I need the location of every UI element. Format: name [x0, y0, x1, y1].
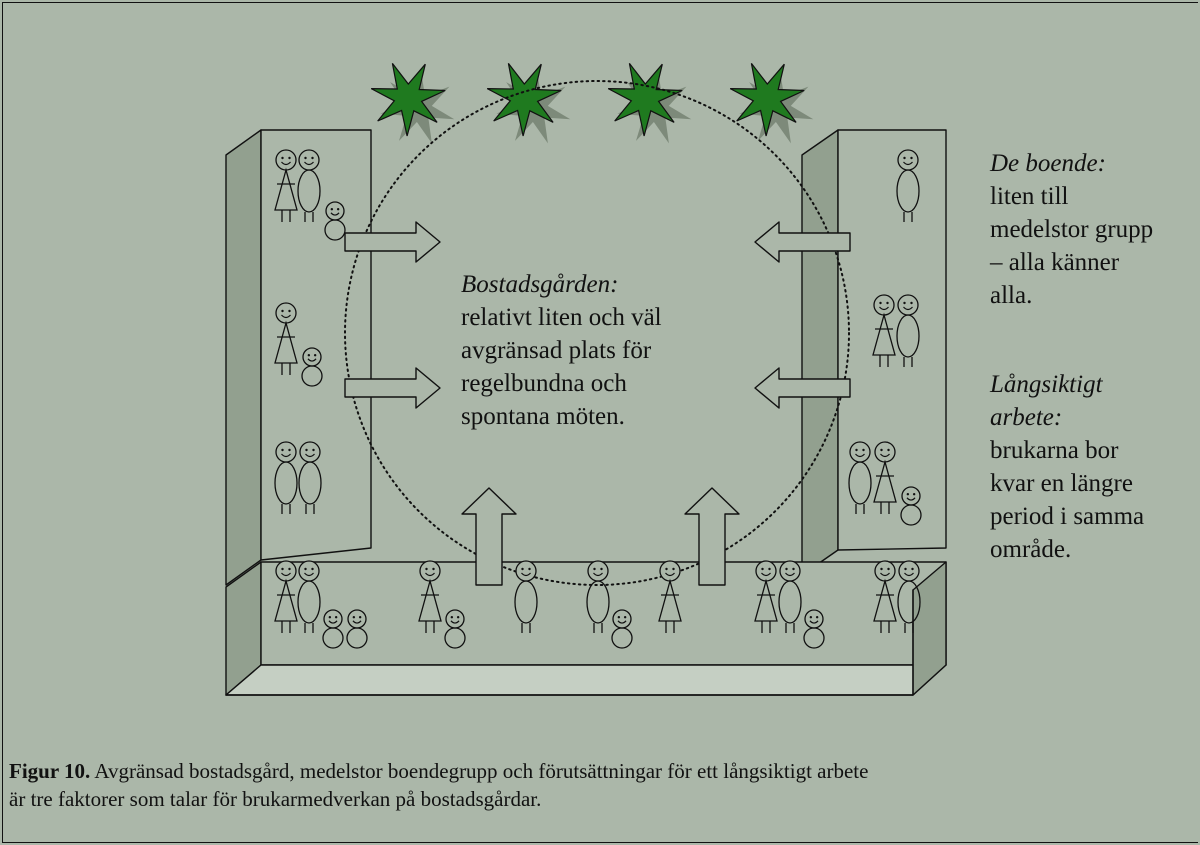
right-building-side [801, 129, 839, 576]
longterm-heading: Långsiktigt [990, 371, 1103, 398]
caption-label: Figur 10. [9, 759, 91, 783]
caption-text: Avgränsad bostadsgård, medelstor boendeg… [90, 759, 869, 783]
arrow-icon [344, 367, 441, 409]
longterm-line: brukarna bor [990, 437, 1119, 464]
tree-icon [486, 63, 571, 144]
arrow-icon [461, 487, 517, 586]
man-icon [778, 560, 802, 633]
courtyard-line: regelbundna och [461, 370, 627, 397]
courtyard-boundary [344, 80, 850, 586]
residents-heading: De boende: [990, 150, 1106, 177]
courtyard-line: relativt liten och väl [461, 304, 662, 331]
child-icon [444, 609, 466, 649]
residents-line: liten till [990, 183, 1069, 210]
man-icon [297, 560, 321, 633]
bottom-building-bottom [225, 589, 914, 696]
man-icon [848, 441, 872, 514]
courtyard-circle [344, 80, 850, 586]
longterm-line: period i samma [990, 503, 1145, 530]
man-icon [896, 149, 920, 222]
child-icon [611, 609, 633, 649]
man-icon [274, 441, 298, 514]
child-icon [900, 486, 922, 526]
child-icon [322, 609, 344, 649]
longterm-heading: arbete: [990, 404, 1063, 431]
man-icon [586, 560, 610, 633]
tree-icon [729, 63, 814, 144]
woman-icon [873, 560, 897, 633]
left-building-side [225, 129, 262, 586]
bottom-building-base [225, 664, 947, 696]
woman-icon [754, 560, 778, 633]
arrow-icon [684, 487, 740, 586]
longterm-line: kvar en längre [990, 470, 1133, 497]
man-icon [514, 560, 538, 633]
woman-icon [872, 294, 896, 367]
woman-icon [274, 302, 298, 375]
woman-icon [274, 560, 298, 633]
longterm-description: Långsiktigt arbete: brukarna bor kvar en… [990, 368, 1144, 566]
man-icon [298, 441, 322, 514]
courtyard-heading: Bostadsgården: [461, 271, 619, 298]
arrow-icon [754, 221, 851, 263]
child-icon [346, 609, 368, 649]
man-icon [896, 294, 920, 367]
residents-line: alla. [990, 282, 1033, 309]
courtyard-line: avgränsad plats för [461, 337, 652, 364]
tree-icon [607, 63, 692, 144]
longterm-line: område. [990, 536, 1072, 563]
child-icon [301, 347, 323, 387]
woman-icon [418, 560, 442, 633]
child-icon [803, 609, 825, 649]
arrow-icon [344, 221, 441, 263]
caption-text-continued: är tre faktorer som talar för brukarmedv… [9, 787, 542, 811]
courtyard-description: Bostadsgården: relativt liten och väl av… [461, 268, 662, 433]
figure-caption: Figur 10. Avgränsad bostadsgård, medelst… [9, 757, 868, 813]
courtyard-line: spontana möten. [461, 403, 625, 430]
man-icon [897, 560, 921, 633]
child-icon [324, 201, 346, 241]
woman-icon [873, 441, 897, 514]
residents-line: – alla känner [990, 249, 1120, 276]
man-icon [297, 149, 321, 222]
residents-description: De boende: liten till medelstor grupp – … [990, 147, 1153, 312]
residents-line: medelstor grupp [990, 216, 1154, 243]
woman-icon [658, 560, 682, 633]
woman-icon [274, 149, 298, 222]
residents [274, 149, 922, 649]
arrows [344, 221, 851, 586]
tree-icon [370, 63, 455, 144]
arrow-icon [754, 367, 851, 409]
trees [370, 63, 814, 144]
